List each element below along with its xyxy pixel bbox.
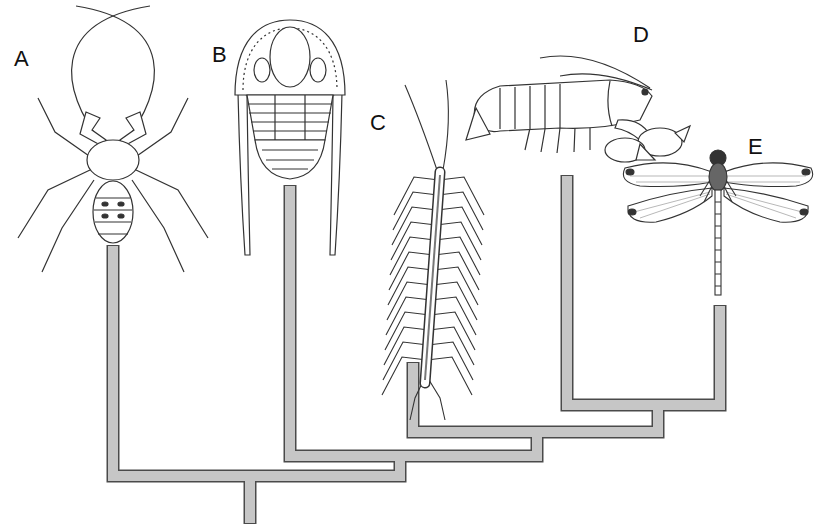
trilobite-drawing-part <box>255 140 325 179</box>
tree-branches-part <box>113 245 400 476</box>
whip-spider-drawing-part <box>18 170 90 238</box>
panel-letter: A <box>14 48 29 70</box>
whip-spider-drawing-part <box>87 140 139 180</box>
dragonfly-drawing-part <box>800 209 808 215</box>
whip-spider-drawing-part <box>118 202 124 206</box>
dragonfly-drawing-part <box>724 188 808 222</box>
tree-branches-part <box>567 176 720 405</box>
dragonfly-drawing-part <box>715 190 721 295</box>
trilobite-drawing-part <box>247 95 333 140</box>
trilobite-drawing-part <box>238 93 250 255</box>
lobster-drawing-part <box>466 108 490 140</box>
tree-branches-part <box>413 362 658 432</box>
tree-branches-layer <box>113 175 720 524</box>
dragonfly-drawing-part <box>715 202 721 286</box>
centipede-drawing-part <box>425 172 440 383</box>
panel-letter: C <box>370 112 386 134</box>
whip-spider-drawing-part <box>94 198 132 234</box>
panel-letter: D <box>633 24 649 46</box>
whip-spider-drawing-part <box>42 180 94 272</box>
trilobite-drawing-part <box>270 27 310 87</box>
trilobite-drawing-part <box>330 93 342 255</box>
whip-spider-drawing-part <box>80 112 106 146</box>
whip-spider-drawing-part <box>120 112 146 146</box>
trilobite-drawing-part <box>254 58 270 82</box>
whip-spider-drawing-part <box>102 202 108 206</box>
tree-branches <box>113 175 720 524</box>
lobster-drawing-part <box>675 126 690 142</box>
trilobite-drawing-part <box>262 150 318 169</box>
tree-branches-part <box>245 476 255 523</box>
dragonfly-drawing-part <box>623 163 712 187</box>
lobster-drawing-part <box>642 89 648 95</box>
tree-branches-layer <box>113 176 720 523</box>
whip-spider-drawing-part <box>132 180 184 272</box>
trilobite-drawing-part <box>243 28 337 90</box>
whip-spider-drawing-part <box>102 214 108 218</box>
centipede-drawing-part <box>425 172 440 383</box>
whip-spider-drawing <box>18 6 208 272</box>
centipede-drawing-part <box>425 175 440 380</box>
trilobite-drawing-part <box>248 104 332 131</box>
lobster-drawing-part <box>636 144 655 160</box>
tree-branches-part <box>113 246 400 476</box>
dragonfly-drawing-part <box>628 188 712 222</box>
dragonfly-drawing-part <box>802 169 810 175</box>
trilobite-drawing <box>235 20 345 255</box>
panel-letter: B <box>212 44 227 66</box>
lobster-drawing-part <box>525 126 590 153</box>
panel-letter: E <box>748 136 763 158</box>
trilobite-drawing-part <box>235 20 345 95</box>
whip-spider-drawing-part <box>136 170 208 238</box>
tree-branches-part <box>244 476 257 524</box>
whip-spider-drawing-part <box>93 181 133 243</box>
dragonfly-drawing-part <box>626 169 634 175</box>
trilobite-drawing-part <box>310 58 326 82</box>
dragonfly-drawing <box>623 150 812 295</box>
dragonfly-drawing-part <box>709 163 727 191</box>
trilobite-drawing-part <box>275 95 305 140</box>
tree-branches-part <box>413 363 658 432</box>
centipede-drawing-part <box>405 80 448 170</box>
lobster-drawing-part <box>500 81 612 129</box>
dragonfly-drawing-part <box>628 209 636 215</box>
whip-spider-drawing-part <box>118 214 124 218</box>
lobster-drawing <box>466 56 690 162</box>
dragonfly-drawing-part <box>724 163 813 187</box>
